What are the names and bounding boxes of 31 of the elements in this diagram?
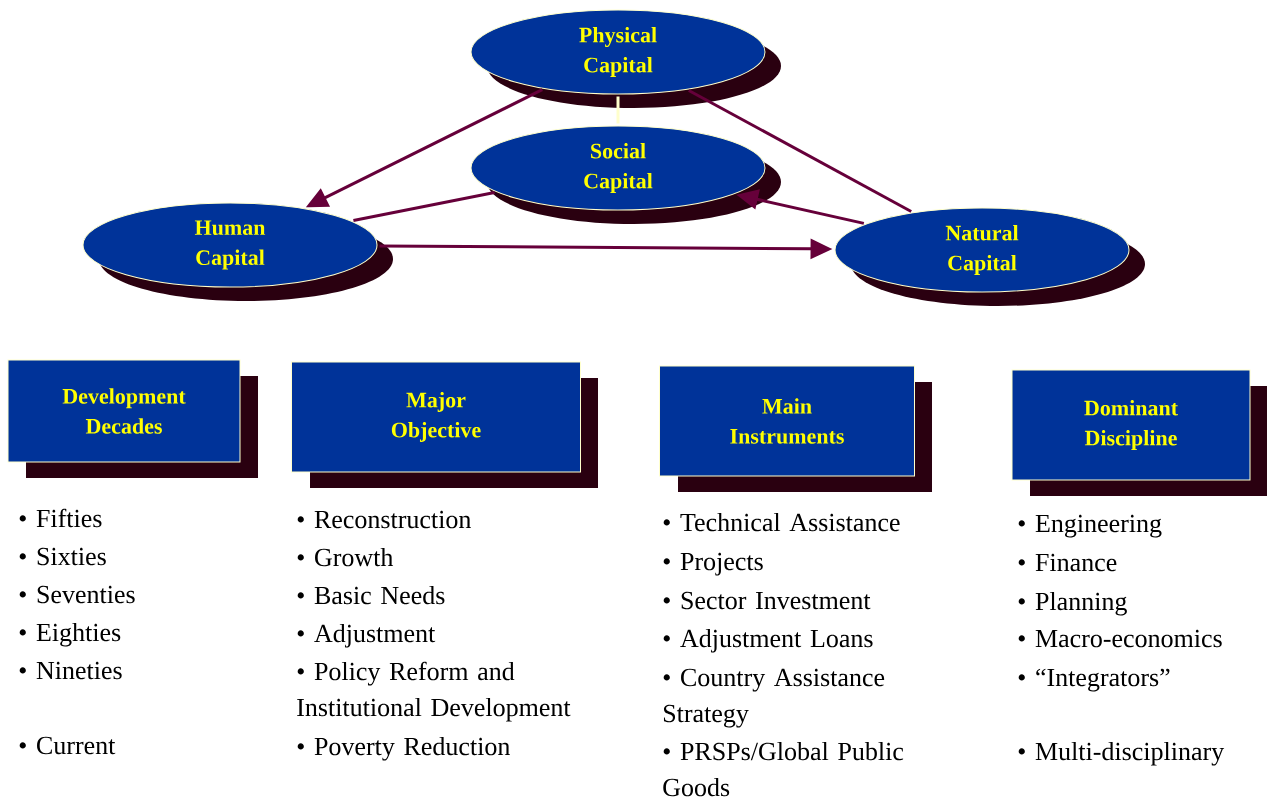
bullet-item: • Growth: [297, 547, 394, 567]
bullet-item: • PRSPs/Global Public Goods: [663, 741, 904, 797]
bullet-item: • Sixties: [19, 547, 106, 566]
bullet-item: • Macro-economics: [1018, 629, 1222, 648]
bullet-item: • Reconstruction: [297, 510, 471, 529]
connector-line: [688, 89, 912, 213]
bullet-item: • Seventies: [19, 585, 135, 604]
bullet-item: • Adjustment Loans: [663, 628, 873, 653]
bullet-item: • Basic Needs: [297, 585, 445, 605]
bullet-item: • Country Assistance Strategy: [663, 668, 885, 728]
bullet-item: • Adjustment: [297, 623, 436, 648]
bullet-item: • Projects: [663, 552, 763, 576]
heading-box: Main Instruments: [659, 365, 932, 492]
heading-box: Development Decades: [7, 359, 258, 478]
bullet-item: • “Integrators”: [1018, 668, 1170, 692]
bullet-item: • Nineties: [19, 661, 122, 680]
bullet-item: • Eighties: [19, 622, 121, 647]
heading-box: Major Objective: [291, 361, 598, 488]
bullet-item: • Technical Assistance: [663, 512, 900, 532]
bullet-item: • Policy Reform and Institutional Development: [297, 661, 571, 722]
bullet-item: • Multi-disciplinary: [1018, 741, 1225, 766]
connector-line: [616, 96, 620, 124]
bullet-item: • Finance: [1018, 553, 1117, 572]
bullet-item: • Poverty Reduction: [297, 736, 510, 761]
heading-box: Dominant Discipline: [1011, 369, 1267, 496]
bullet-item: • Current: [19, 736, 116, 755]
bullet-item: • Engineering: [1018, 514, 1162, 538]
connector-line: [353, 191, 495, 222]
bullet-item: • Sector Investment: [663, 591, 871, 610]
bullet-item: • Fifties: [19, 508, 102, 528]
bullet-item: • Planning: [1018, 591, 1127, 616]
